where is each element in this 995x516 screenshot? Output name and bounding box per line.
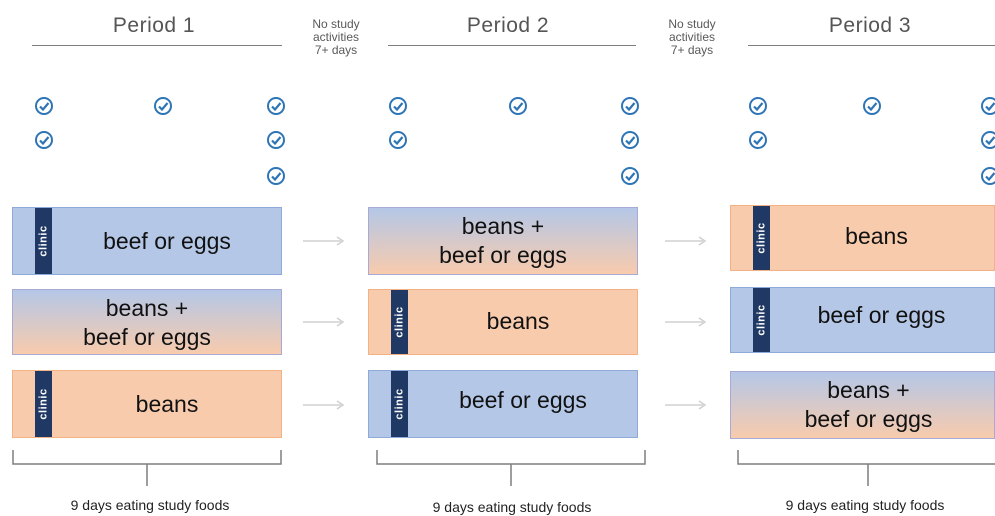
- washout-note-2: No study activities 7+ days: [652, 18, 732, 57]
- brace-icon: [737, 450, 995, 486]
- check-circle-icon: [621, 97, 639, 115]
- check-circle-icon: [154, 97, 172, 115]
- check-circle-icon: [981, 97, 995, 115]
- clinic-tag: clinic: [35, 208, 52, 274]
- clinic-tag: clinic: [753, 206, 770, 270]
- clinic-tag: clinic: [35, 371, 52, 437]
- clinic-label: clinic: [393, 388, 406, 420]
- diet-box-period2-group1: beans + beef or eggs: [368, 207, 638, 275]
- check-circle-icon: [267, 167, 285, 185]
- diet-box-period3-group3: beans + beef or eggs: [730, 371, 995, 439]
- washout-note-line1: No study: [668, 17, 716, 31]
- food-label: beef or eggs: [103, 228, 231, 254]
- check-circle-icon: [389, 97, 407, 115]
- check-circle-icon: [621, 131, 639, 149]
- food-label: beef or eggs: [817, 302, 946, 328]
- arrow-right-icon: [665, 400, 707, 410]
- check-circle-icon: [509, 97, 527, 115]
- brace-icon: [12, 450, 282, 486]
- food-label-line2: beef or eggs: [804, 406, 933, 432]
- check-circle-icon: [267, 97, 285, 115]
- clinic-label: clinic: [37, 388, 50, 420]
- check-circle-icon: [749, 131, 767, 149]
- clinic-label: clinic: [755, 304, 768, 336]
- check-circle-icon: [749, 97, 767, 115]
- check-circle-icon: [35, 131, 53, 149]
- clinic-tag: clinic: [753, 288, 770, 352]
- food-label-line1: beans +: [827, 377, 910, 403]
- check-circle-icon: [981, 167, 995, 185]
- check-circle-icon: [621, 167, 639, 185]
- diet-box-period1-group3: clinic beans: [12, 370, 282, 438]
- diet-box-period1-group2: beans + beef or eggs: [12, 289, 282, 355]
- period-2-title: Period 2: [466, 14, 550, 37]
- brace-icon: [376, 450, 646, 486]
- check-circle-icon: [267, 131, 285, 149]
- diet-box-period3-group1: clinic beans: [730, 205, 995, 271]
- food-label-line1: beans +: [461, 213, 545, 239]
- washout-note-line2: activities: [668, 30, 715, 44]
- diet-box-period2-group2: clinic beans: [368, 289, 638, 355]
- food-label: beans: [135, 391, 199, 417]
- washout-note-line3: 7+ days: [314, 43, 358, 57]
- diet-box-period1-group1: clinic beef or eggs: [12, 207, 282, 275]
- period-3-caption: 9 days eating study foods: [785, 497, 945, 513]
- check-circle-icon: [981, 131, 995, 149]
- washout-note-1: No study activities 7+ days: [296, 18, 376, 57]
- period-1-title: Period 1: [112, 14, 196, 37]
- diet-box-period3-group2: clinic beef or eggs: [730, 287, 995, 353]
- food-label: beef or eggs: [459, 387, 587, 413]
- washout-note-line3: 7+ days: [670, 43, 714, 57]
- food-label-line2: beef or eggs: [83, 324, 211, 350]
- arrow-right-icon: [665, 236, 707, 246]
- diet-box-period2-group3: clinic beef or eggs: [368, 370, 638, 438]
- food-label-line2: beef or eggs: [439, 242, 567, 268]
- clinic-tag: clinic: [391, 371, 408, 437]
- arrow-right-icon: [665, 317, 707, 327]
- period-1-caption: 9 days eating study foods: [70, 497, 230, 513]
- check-circle-icon: [35, 97, 53, 115]
- washout-note-line1: No study: [312, 17, 360, 31]
- washout-note-line2: activities: [312, 30, 359, 44]
- period-3-title: Period 3: [828, 14, 912, 37]
- clinic-tag: clinic: [391, 290, 408, 354]
- arrow-right-icon: [303, 400, 345, 410]
- check-circle-icon: [389, 131, 407, 149]
- period-2-rule: [388, 45, 636, 46]
- food-label: beans: [845, 223, 908, 249]
- food-label: beans: [486, 308, 550, 334]
- period-3-rule: [748, 45, 995, 46]
- arrow-right-icon: [303, 236, 345, 246]
- food-label-line1: beans +: [105, 295, 189, 321]
- clinic-label: clinic: [37, 225, 50, 257]
- arrow-right-icon: [303, 317, 345, 327]
- period-1-rule: [32, 45, 282, 46]
- check-circle-icon: [863, 97, 881, 115]
- period-2-caption: 9 days eating study foods: [432, 499, 592, 515]
